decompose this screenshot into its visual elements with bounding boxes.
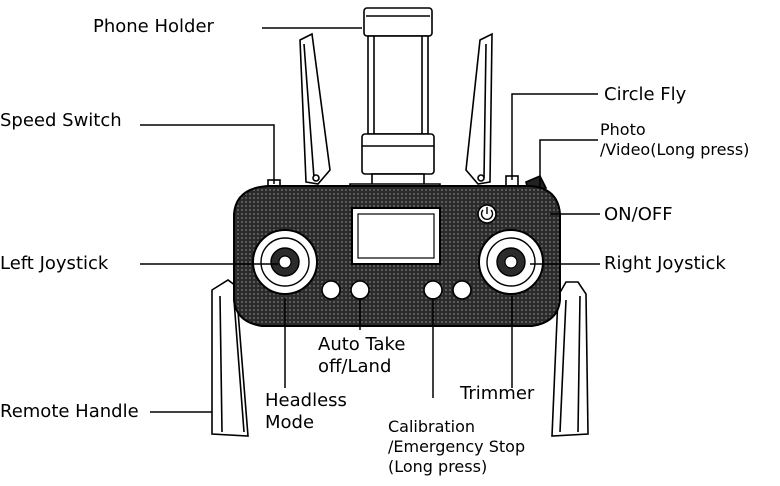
right-antenna <box>465 32 493 185</box>
label-on-off: ON/OFF <box>604 204 673 225</box>
power-icon <box>477 204 497 224</box>
left-antenna <box>299 32 331 185</box>
label-remote-handle: Remote Handle <box>0 401 139 422</box>
label-trimmer: Trimmer <box>460 383 535 404</box>
leader-lines <box>140 27 600 413</box>
label-circle-fly: Circle Fly <box>604 84 687 105</box>
label-auto-take-off-land: Auto Take off/Land <box>318 334 406 377</box>
label-right-joystick: Right Joystick <box>604 253 726 274</box>
label-left-joystick: Left Joystick <box>0 253 109 274</box>
label-photo-video: Photo /Video(Long press) <box>600 120 750 159</box>
label-phone-holder: Phone Holder <box>93 16 214 37</box>
left-handle <box>211 279 249 437</box>
label-calibration: Calibration /Emergency Stop (Long press) <box>388 417 526 476</box>
display-screen <box>351 207 441 265</box>
right-joystick <box>478 229 544 295</box>
label-speed-switch: Speed Switch <box>0 110 122 131</box>
phone-holder <box>361 7 435 187</box>
label-headless-mode: Headless Mode <box>265 390 347 433</box>
left-joystick <box>252 229 318 295</box>
